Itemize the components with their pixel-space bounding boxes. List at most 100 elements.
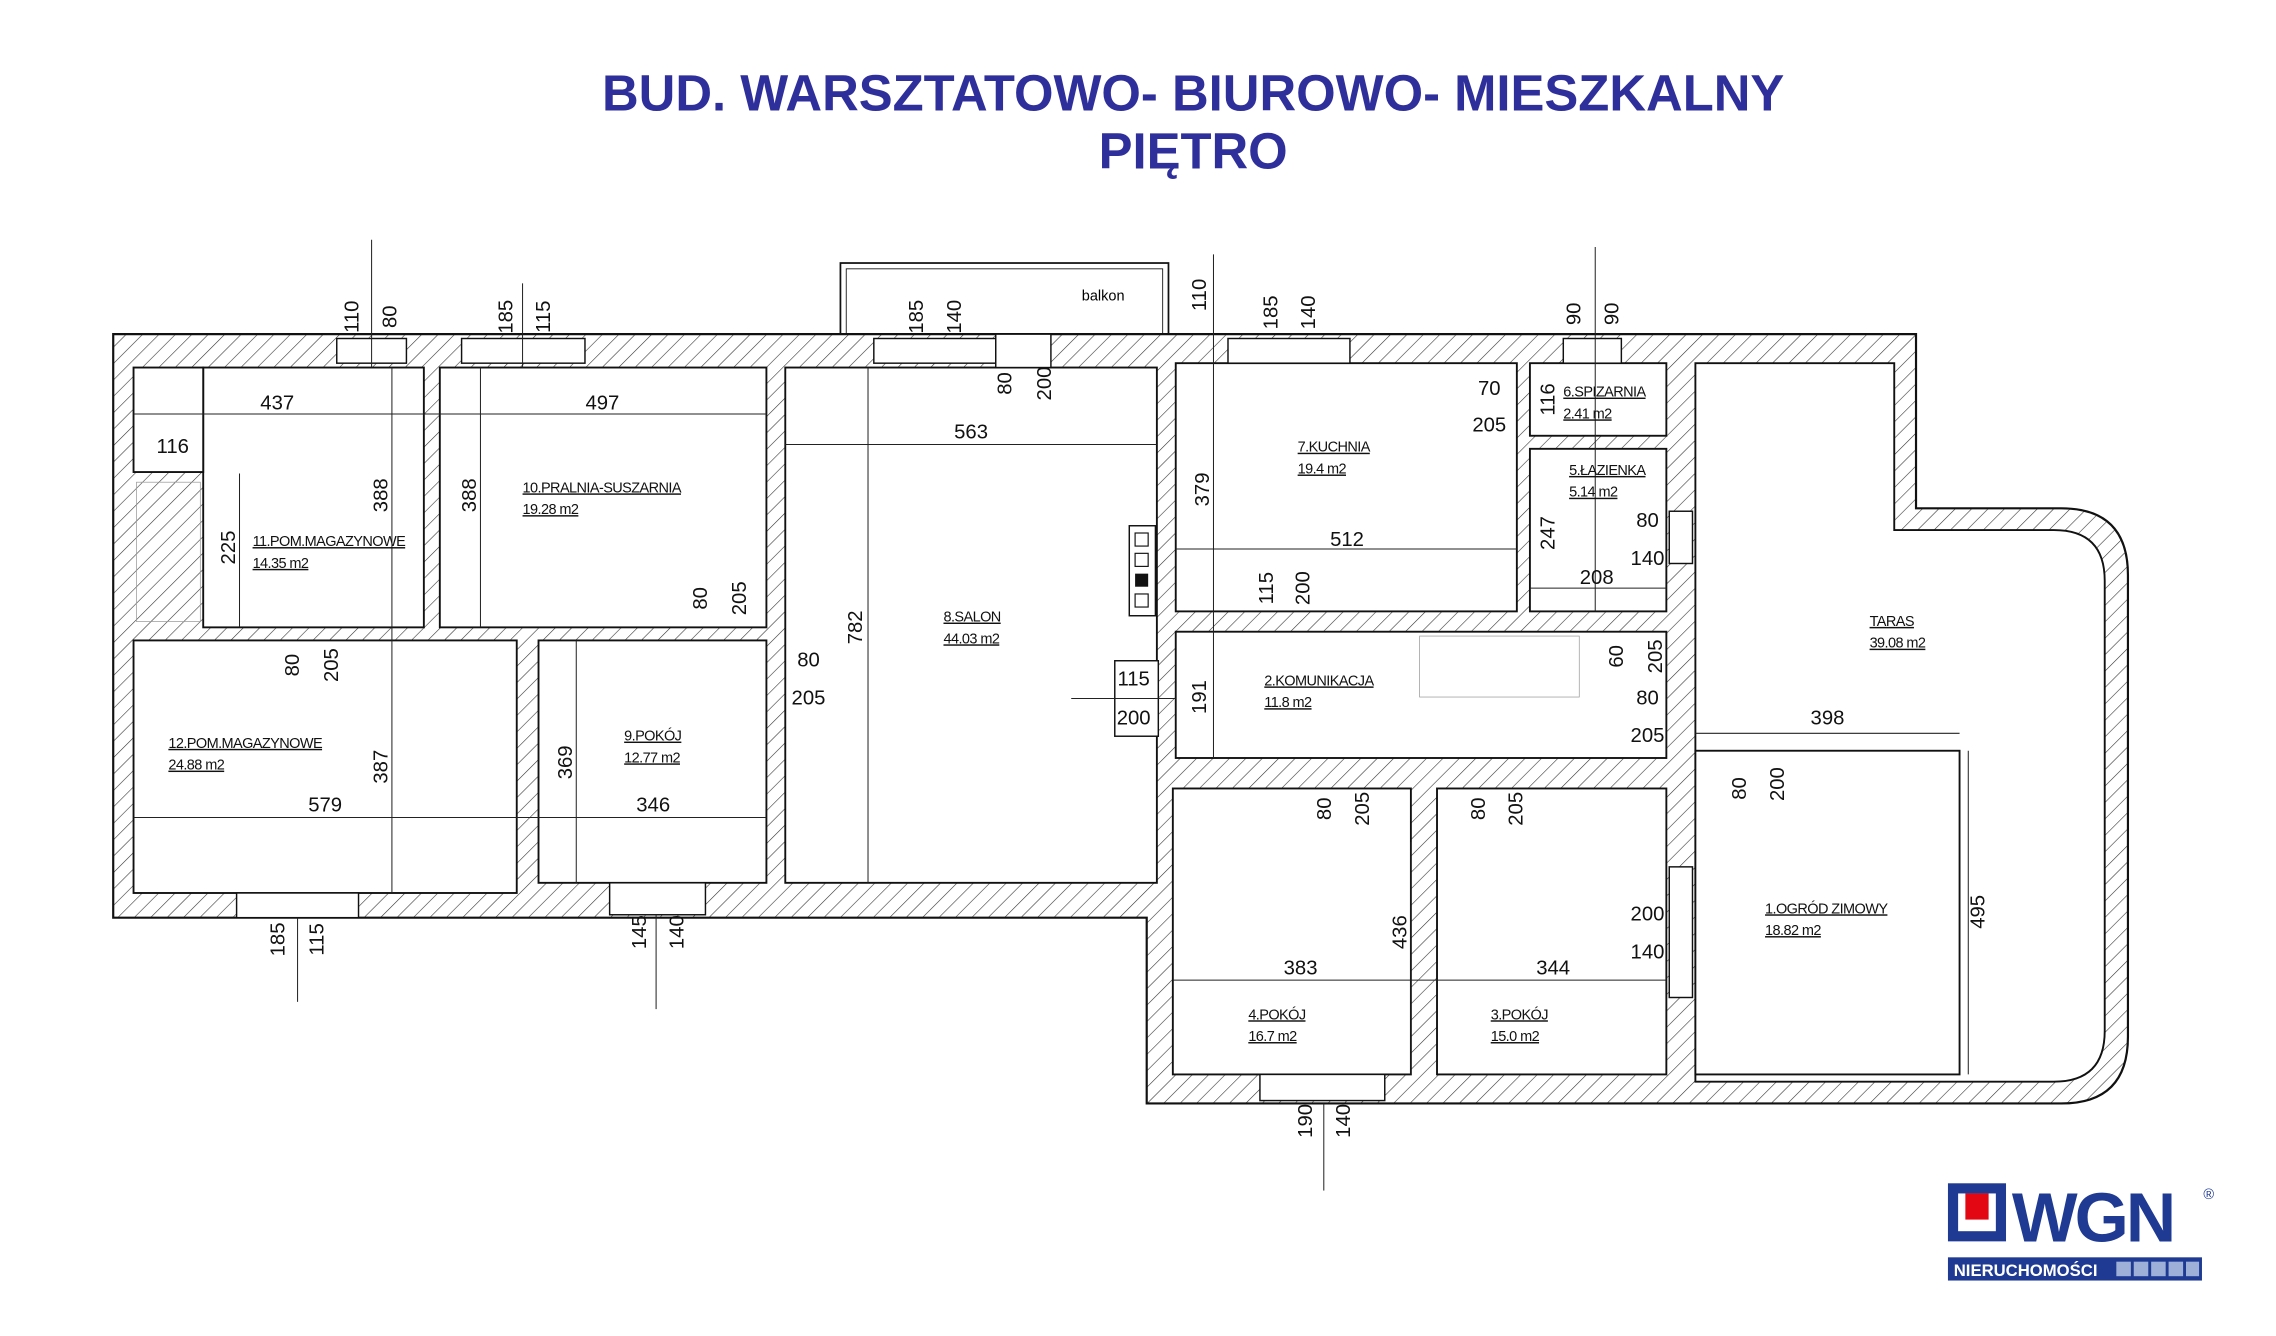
room-7 [1174,362,1518,613]
dimension-label: 383 [1284,957,1318,979]
room-name: 9.POKÓJ [624,728,682,745]
dimension-label: 200 [1631,904,1665,926]
dimension-label: 388 [371,478,393,512]
room-8 [784,366,1158,884]
room-name: TARAS [1870,614,1914,630]
room-area: 14.35 m2 [253,556,309,572]
dimension-label: 140 [944,300,966,334]
logo-brand: WGN [2012,1178,2174,1256]
dimension-lines [133,239,1969,1191]
dimension-label: 208 [1580,567,1614,589]
dimension-label: 497 [585,393,619,415]
dimension-label: 140 [1631,548,1665,570]
dimension-label: 80 [797,650,820,672]
dimension-label: 225 [218,531,240,565]
room-area: 24.88 m2 [168,758,224,774]
dimension-label: 563 [954,422,988,444]
dimension-label: 80 [690,587,712,610]
plan-title-line2: PIĘTRO [1099,123,1288,180]
dimension-label: 80 [1729,777,1751,800]
dimension-label: 398 [1811,708,1845,730]
dimension-label: 205 [792,687,826,709]
dimension-label: 579 [308,795,342,817]
dimension-label: 205 [1645,639,1667,673]
room-area: 18.82 m2 [1765,923,1821,939]
stairs-left [132,366,205,473]
dimension-label: 185 [906,300,928,334]
balcony-label: balkon [1082,289,1125,305]
wgn-logo: WGN ® NIERUCHOMOŚCI [1947,1178,2214,1281]
dimension-label: 90 [1564,303,1586,326]
room-labels: 1.OGRÓD ZIMOWY 18.82 m2 2.KOMUNIKACJA 11.8 … [168,385,1926,1045]
dimension-label: 200 [1292,571,1314,605]
dimension-label: 205 [1506,792,1528,826]
dimension-label: 110 [342,301,364,333]
dimension-label: 115 [1256,572,1278,604]
dimension-label: 115 [1117,668,1149,690]
dimension-label: 90 [1601,303,1623,326]
dimension-label: 344 [1536,957,1570,979]
dimension-label: 437 [260,393,294,415]
balcony: balkon [839,262,1170,337]
dimension-label: 140 [667,915,689,949]
room-name: 1.OGRÓD ZIMOWY [1765,900,1888,917]
room-name: 2.KOMUNIKACJA [1264,673,1374,689]
room-name: 6.SPIZARNIA [1563,385,1646,401]
room-area: 11.8 m2 [1264,695,1312,711]
room-10 [438,366,768,629]
staircase [136,481,1580,698]
dimension-labels: 437 497 563 116 388 388 225 80 205 80 205 782 80 205 3… [157,279,1990,1138]
dimension-label: 388 [459,478,481,512]
dimension-label: 782 [845,610,867,644]
dimension-label: 80 [1636,687,1659,709]
dimension-label: 80 [995,372,1017,395]
dimension-label: 205 [321,648,343,682]
room-1 [1694,749,1961,1076]
logo-registered: ® [2203,1187,2214,1203]
dimension-label: 200 [1034,367,1056,401]
dimension-label: 512 [1330,529,1364,551]
dimension-label: 200 [1767,767,1789,801]
room-area: 5.14 m2 [1569,485,1618,501]
dimension-label: 205 [729,581,751,615]
room-name: 3.POKÓJ [1491,1006,1549,1023]
dimension-label: 116 [1538,383,1560,415]
room-area: 16.7 m2 [1248,1029,1297,1045]
plan-title-line1: BUD. WARSZTATOWO- BIUROWO- MIESZKALNY [602,65,1784,122]
dimension-label: 80 [379,305,401,328]
dimension-label: 379 [1192,473,1214,507]
dimension-label: 247 [1538,516,1560,550]
dimension-label: 495 [1967,895,1989,929]
room-area: 12.77 m2 [624,750,680,766]
dimension-label: 80 [1636,510,1659,532]
dimension-label: 70 [1478,378,1501,400]
room-name: 7.KUCHNIA [1298,440,1371,456]
dimension-label: 190 [1295,1104,1317,1138]
dimension-label: 436 [1390,915,1412,949]
room-area: 2.41 m2 [1563,406,1612,422]
room-name: 12.POM.MAGAZYNOWE [168,736,323,752]
dimension-label: 116 [157,436,189,458]
room-area: 44.03 m2 [943,631,999,647]
dimension-label: 185 [268,922,290,956]
dimension-label: 110 [1189,279,1211,311]
room-name: 5.ŁAZIENKA [1569,463,1646,479]
room-name: 11.POM.MAGAZYNOWE [253,534,407,550]
chimney-ducts [1128,525,1157,617]
dimension-label: 115 [533,301,555,333]
room-4 [1171,787,1412,1076]
dimension-label: 80 [1314,798,1336,821]
room-area: 19.4 m2 [1298,461,1347,477]
rooms [132,362,1961,1076]
room-name: 10.PRALNIA-SUSZARNIA [523,480,682,496]
dimension-label: 205 [1352,792,1374,826]
dimension-label: 140 [1333,1104,1355,1138]
room-name: 8.SALON [943,610,1000,626]
dimension-label: 115 [307,923,329,955]
room-12 [132,639,518,894]
dimension-label: 205 [1472,414,1506,436]
room-area: 19.28 m2 [523,502,579,518]
dimension-label: 60 [1606,645,1628,668]
dimension-label: 80 [1468,798,1490,821]
